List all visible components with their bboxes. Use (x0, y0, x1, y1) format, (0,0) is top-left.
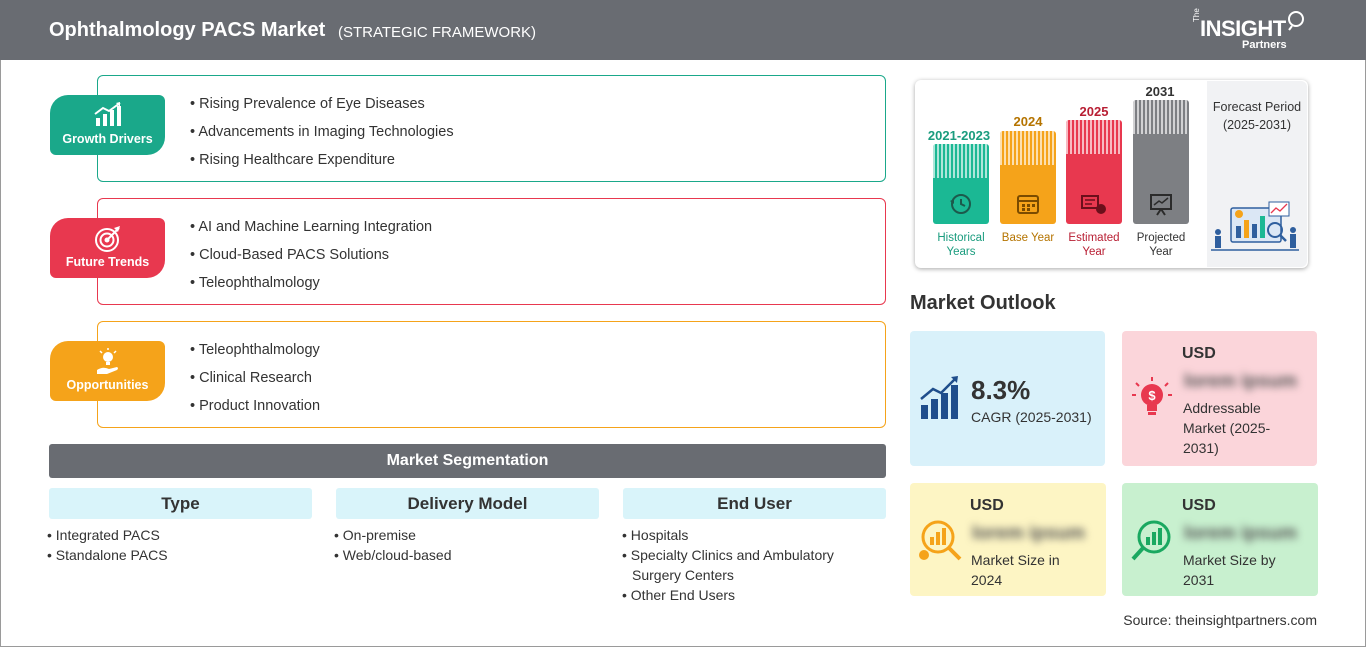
caption-historical: Historical Years (937, 232, 985, 258)
growth-drivers-list: • Rising Prevalence of Eye Diseases • Ad… (190, 96, 454, 180)
list-item: • Integrated PACS (47, 527, 160, 543)
growth-chart-icon (920, 376, 958, 419)
page-title: Ophthalmology PACS Market (49, 19, 326, 41)
growth-chart-icon (93, 102, 121, 126)
growth-drivers-label: Growth Drivers (62, 132, 153, 146)
opportunities-card: • Teleophthalmology • Clinical Research … (97, 321, 886, 428)
size-2031-label: Market Size by 2031 (1183, 552, 1276, 588)
addressable-label: Addressable Market (2025-2031) (1183, 400, 1271, 456)
cagr-value: 8.3% (971, 375, 1031, 405)
list-item: • Cloud-Based PACS Solutions (190, 247, 390, 263)
target-icon (94, 226, 120, 252)
year-estimated: 2025 (1079, 104, 1109, 119)
list-item: • Clinical Research (190, 370, 312, 386)
caption-projected: Projected Year (1136, 232, 1186, 258)
segment-heading-type: Type (49, 488, 312, 519)
list-item: • Product Innovation (190, 398, 321, 414)
bar-projected (1133, 100, 1189, 224)
caption-estimated: Estimated Year (1068, 232, 1120, 258)
forecast-period-text: Forecast Period (2025-2031) (1212, 99, 1302, 133)
list-item: • Teleophthalmology (190, 275, 320, 291)
segmentation-title: Market Segmentation (49, 444, 886, 478)
magnifier-chart-icon (1131, 520, 1171, 561)
insight-partners-logo: The INSIGHT Partners (1190, 8, 1310, 54)
future-trends-card: • AI and Machine Learning Integration • … (97, 198, 886, 305)
size-2024-label: Market Size in 2024 (971, 552, 1060, 588)
lightbulb-hand-icon (96, 348, 118, 374)
estimate-icon (1081, 195, 1106, 214)
list-item: • AI and Machine Learning Integration (190, 219, 433, 235)
forecast-period-title: Forecast Period (1212, 100, 1302, 114)
market-size-2024-tile: USD lorem ipsum Market Size in 2024 (910, 483, 1106, 596)
page-subtitle: (STRATEGIC FRAMEWORK) (338, 24, 537, 41)
year-projected: 2031 (1145, 84, 1175, 99)
calendar-icon (1017, 195, 1039, 214)
addressable-currency: USD (1182, 345, 1216, 362)
segment-list-delivery-model: • On-premise • Web/cloud-based (334, 525, 594, 565)
header: Ophthalmology PACS Market (STRATEGIC FRA… (0, 0, 1366, 60)
opportunities-list: • Teleophthalmology • Clinical Research … (190, 342, 320, 426)
market-outlook-title: Market Outlook (910, 292, 1056, 314)
list-item: • Rising Prevalence of Eye Diseases (190, 96, 425, 112)
bar-historical (933, 144, 989, 224)
presentation-icon (1150, 194, 1172, 216)
addressable-value: lorem ipsum (1184, 371, 1297, 392)
growth-drivers-badge: Growth Drivers (50, 95, 165, 155)
opportunities-label: Opportunities (66, 378, 149, 392)
market-size-2031-tile: USD lorem ipsum Market Size by 2031 (1122, 483, 1318, 596)
analytics-people-illustration (1211, 201, 1299, 251)
segment-heading-delivery-model: Delivery Model (336, 488, 599, 519)
bar-estimated (1066, 120, 1122, 224)
size-2031-value: lorem ipsum (1184, 523, 1297, 544)
list-item: • On-premise (334, 527, 416, 543)
source-note: Source: theinsightpartners.com (1123, 612, 1317, 628)
segment-list-end-user: • Hospitals • Specialty Clinics and Ambu… (622, 525, 862, 605)
size-2024-value: lorem ipsum (972, 523, 1085, 544)
list-item: • Specialty Clinics and Ambulatory Surge… (622, 547, 834, 583)
size-2024-currency: USD (970, 497, 1004, 514)
future-trends-badge: Future Trends (50, 218, 165, 278)
addressable-market-tile: $ USD lorem ipsum Addressable Market (20… (1122, 331, 1317, 466)
forecast-period-range: (2025-2031) (1222, 118, 1292, 132)
size-2031-currency: USD (1182, 497, 1216, 514)
list-item: • Other End Users (622, 587, 736, 603)
list-item: • Rising Healthcare Expenditure (190, 152, 395, 168)
future-trends-label: Future Trends (65, 255, 150, 269)
magnifier-chart-icon (919, 520, 962, 561)
lightbulb-dollar-icon: $ (1132, 377, 1172, 415)
list-item: • Advancements in Imaging Technologies (190, 124, 454, 140)
segment-heading-end-user: End User (623, 488, 886, 519)
opportunities-badge: Opportunities (50, 341, 165, 401)
list-item: • Standalone PACS (47, 547, 168, 563)
svg-text:$: $ (1148, 388, 1156, 403)
future-trends-list: • AI and Machine Learning Integration • … (190, 219, 432, 303)
year-historical: 2021-2023 (927, 128, 991, 143)
growth-drivers-card: • Rising Prevalence of Eye Diseases • Ad… (97, 75, 886, 182)
year-base: 2024 (1013, 114, 1043, 129)
bar-base (1000, 131, 1056, 224)
list-item: • Web/cloud-based (334, 547, 452, 563)
history-icon (950, 194, 971, 214)
segment-list-type: • Integrated PACS • Standalone PACS (47, 525, 307, 565)
caption-base: Base Year (1001, 232, 1055, 244)
list-item: • Hospitals (622, 527, 689, 543)
cagr-tile: 8.3% CAGR (2025-2031) (910, 331, 1105, 466)
cagr-label: CAGR (2025-2031) (971, 409, 1092, 425)
list-item: • Teleophthalmology (190, 342, 320, 358)
